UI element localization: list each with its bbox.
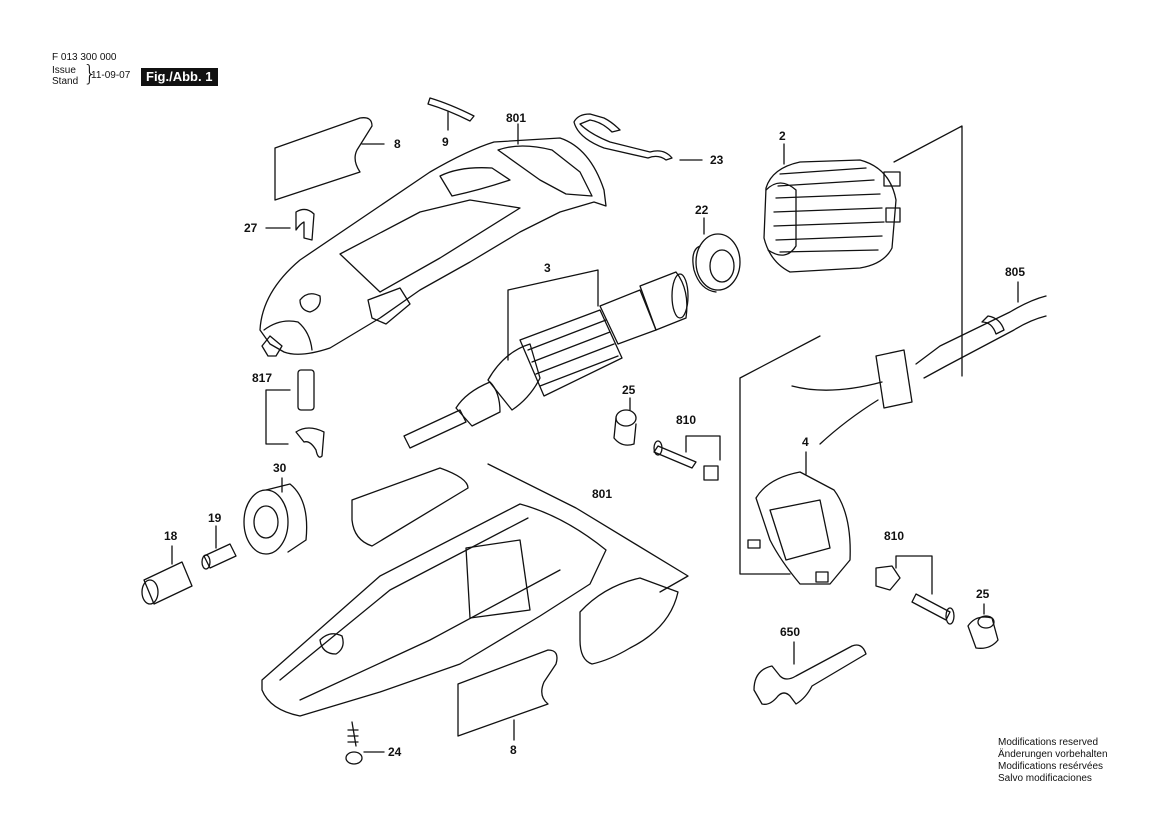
part-code: F 013 300 000 xyxy=(52,52,117,63)
bracket-810-mid xyxy=(685,435,721,461)
callout-2: 2 xyxy=(779,129,786,143)
callout-8-top: 8 xyxy=(394,137,401,151)
part-4-brush-holder xyxy=(747,471,851,585)
part-801-bottom-housing xyxy=(261,467,679,717)
brace-glyph: } xyxy=(83,62,97,87)
callout-18: 18 xyxy=(164,529,178,543)
bracket-3 xyxy=(507,269,599,361)
stand-label: Stand xyxy=(52,76,79,87)
callout-19: 19 xyxy=(208,511,222,525)
note-line: Salvo modificaciones xyxy=(998,773,1092,784)
callout-810-right: 810 xyxy=(884,529,904,543)
callout-27: 27 xyxy=(244,221,258,235)
part-9-strip xyxy=(427,97,475,122)
frame-line-801-bottom xyxy=(487,463,689,593)
callout-24: 24 xyxy=(388,745,402,759)
note-line: Änderungen vorbehalten xyxy=(998,749,1108,760)
callout-650: 650 xyxy=(780,625,800,639)
part-18-collet-nut xyxy=(141,561,193,605)
part-24-screw xyxy=(345,721,363,765)
part-817-brushes xyxy=(295,369,325,458)
part-25-sleeve-right xyxy=(967,615,999,649)
note-line: Modifications reserved xyxy=(998,737,1099,748)
part-3-armature xyxy=(403,271,689,449)
frame-line-2 xyxy=(893,125,963,377)
part-8-label-card-top xyxy=(274,117,373,201)
callout-4: 4 xyxy=(802,435,809,449)
part-650-wrench xyxy=(753,644,867,705)
part-23-wire-bracket xyxy=(573,113,673,161)
figure-label: Fig./Abb. 1 xyxy=(141,68,219,86)
part-810-screw-right xyxy=(875,565,955,625)
note-line: Modifications resérvées xyxy=(998,761,1104,772)
part-8-label-card-bottom xyxy=(457,649,558,737)
callout-22: 22 xyxy=(695,203,709,217)
part-801-top-housing xyxy=(259,137,607,357)
part-22-bearing xyxy=(692,233,741,293)
bracket-817 xyxy=(265,389,291,445)
part-27-clip xyxy=(295,208,315,241)
modifications-note: Modifications reserved Änderungen vorbeh… xyxy=(998,737,1108,785)
issue-stand-label: Issue Stand xyxy=(52,65,78,87)
callout-8-bottom: 8 xyxy=(510,743,517,757)
part-805-cord xyxy=(791,295,1047,445)
callout-25-mid: 25 xyxy=(622,383,636,397)
callout-817: 817 xyxy=(252,371,272,385)
callout-801-bottom: 801 xyxy=(592,487,612,501)
issue-date: 11-09-07 xyxy=(91,70,131,81)
bracket-810-right xyxy=(895,555,933,595)
callout-30: 30 xyxy=(273,461,287,475)
frame-line-4 xyxy=(739,335,821,575)
callout-810-mid: 810 xyxy=(676,413,696,427)
callout-801-top: 801 xyxy=(506,111,526,125)
part-810-screw-mid xyxy=(653,440,719,481)
part-30-nut xyxy=(243,483,308,555)
part-25-sleeve-mid xyxy=(613,409,637,446)
callout-3: 3 xyxy=(544,261,551,275)
callout-9: 9 xyxy=(442,135,449,149)
part-2-field-coil xyxy=(763,159,901,273)
callout-23: 23 xyxy=(710,153,724,167)
issue-label: Issue xyxy=(52,65,76,76)
callout-805: 805 xyxy=(1005,265,1025,279)
part-19-collet xyxy=(201,543,237,570)
callout-25-right: 25 xyxy=(976,587,990,601)
